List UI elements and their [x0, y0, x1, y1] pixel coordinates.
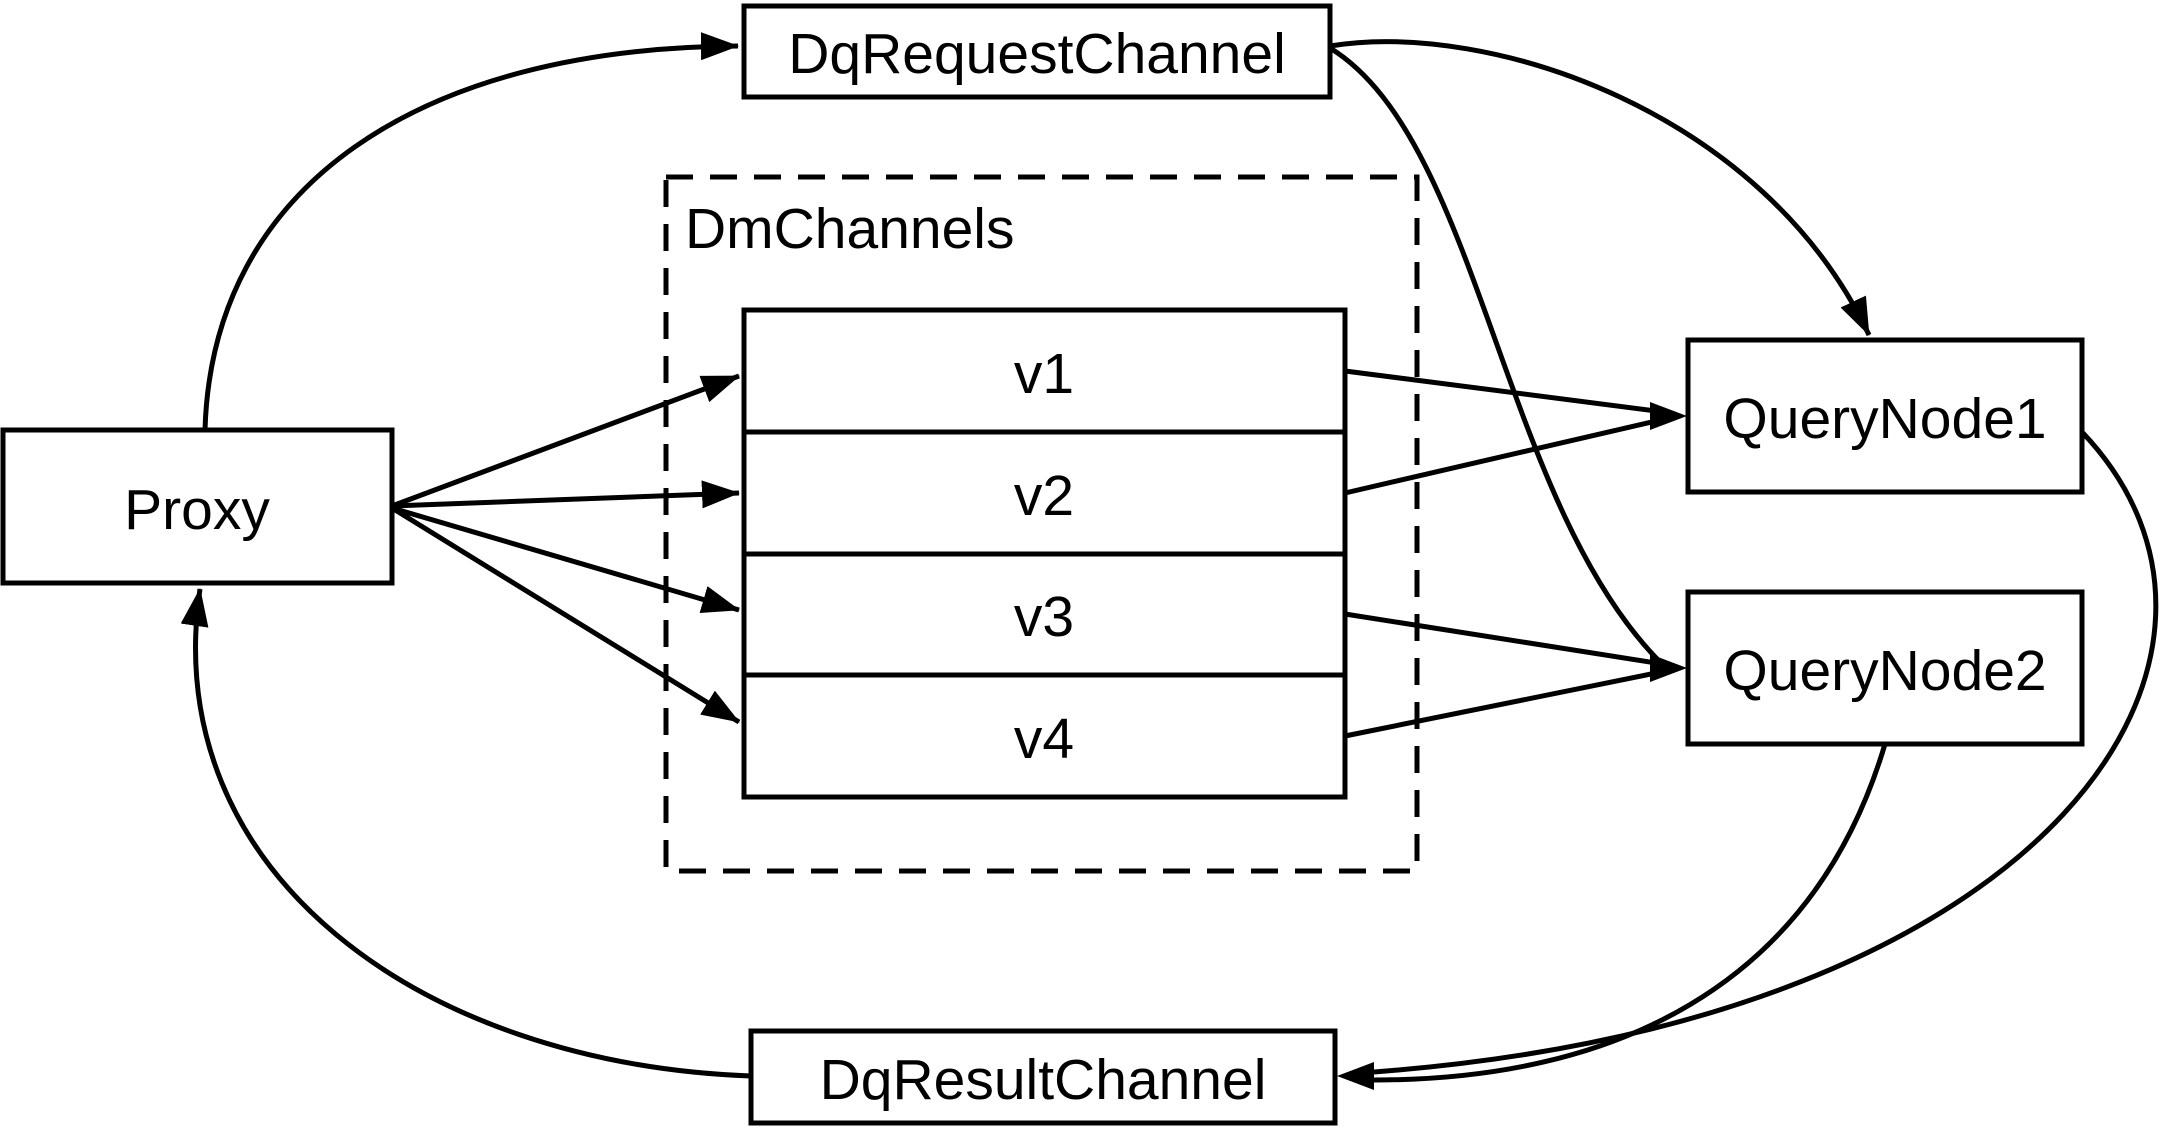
- dq-result-channel-node: [748, 1028, 1338, 1126]
- dm-channels-group-box: [663, 174, 1420, 874]
- proxy-label: Proxy: [124, 478, 270, 542]
- dq-result-channel-label: DqResultChannel: [820, 1048, 1267, 1112]
- edge-proxy-to-dq-request-channel: [202, 32, 739, 431]
- query-node-1-label: QueryNode1: [1723, 387, 2046, 451]
- dm-channels-table: v1 v2 v3 v4: [741, 307, 1348, 800]
- channel-v1-label: v1: [1014, 342, 1074, 406]
- edge-dq-request-channel-to-query-node-2: [1328, 45, 1662, 664]
- edge-v2-to-query-node-1: [1344, 418, 1657, 496]
- edge-proxy-to-v3: [391, 505, 740, 613]
- channel-v2-label: v2: [1014, 464, 1074, 528]
- edge-proxy-to-v4: [390, 505, 741, 725]
- edge-v1-to-query-node-1: [1344, 368, 1657, 414]
- dq-request-channel-node: [741, 3, 1333, 100]
- proxy-node: [0, 427, 395, 586]
- edge-v3-to-query-node-2: [1344, 611, 1657, 666]
- dq-request-channel-label: DqRequestChannel: [788, 22, 1286, 86]
- edge-dq-request-channel-to-query-node-1: [1329, 39, 1872, 337]
- query-node-2-label: QueryNode2: [1723, 639, 2046, 703]
- query-node-2-node: [1685, 589, 2085, 747]
- query-node-1-node: [1685, 337, 2085, 495]
- edge-dq-result-channel-to-proxy: [180, 588, 752, 1079]
- edge-query-node-1-to-dq-result-channel: [1373, 430, 2159, 1075]
- dm-channels-label: DmChannels: [685, 197, 1014, 261]
- edge-proxy-to-v1: [391, 373, 740, 509]
- edge-proxy-to-v2: [391, 480, 740, 509]
- arrowhead-into-query-node-2: [1650, 654, 1687, 682]
- channel-v4-label: v4: [1014, 707, 1074, 771]
- edge-query-node-2-to-dq-result-channel: [1373, 743, 1888, 1083]
- channel-v3-label: v3: [1014, 585, 1074, 649]
- arrowhead-into-query-node-1: [1650, 402, 1687, 430]
- arrowhead-into-dq-result-channel: [1337, 1062, 1374, 1090]
- edge-v4-to-query-node-2: [1344, 670, 1657, 739]
